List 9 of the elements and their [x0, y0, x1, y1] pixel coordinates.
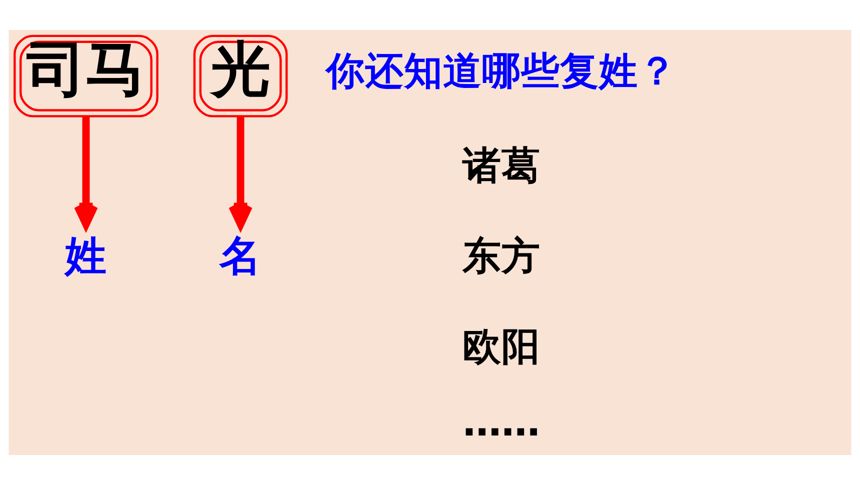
node-box: 光 [193, 34, 288, 117]
label: 你还知道哪些复姓？ [326, 48, 677, 94]
label: 欧阳 [462, 324, 541, 370]
label: 诸葛 [462, 142, 541, 188]
node-text: 姓 [65, 230, 108, 280]
label: …… [462, 400, 540, 445]
node-box: 司马 [14, 34, 158, 117]
node-text: 名 [220, 230, 262, 280]
label: 东方 [462, 233, 541, 278]
